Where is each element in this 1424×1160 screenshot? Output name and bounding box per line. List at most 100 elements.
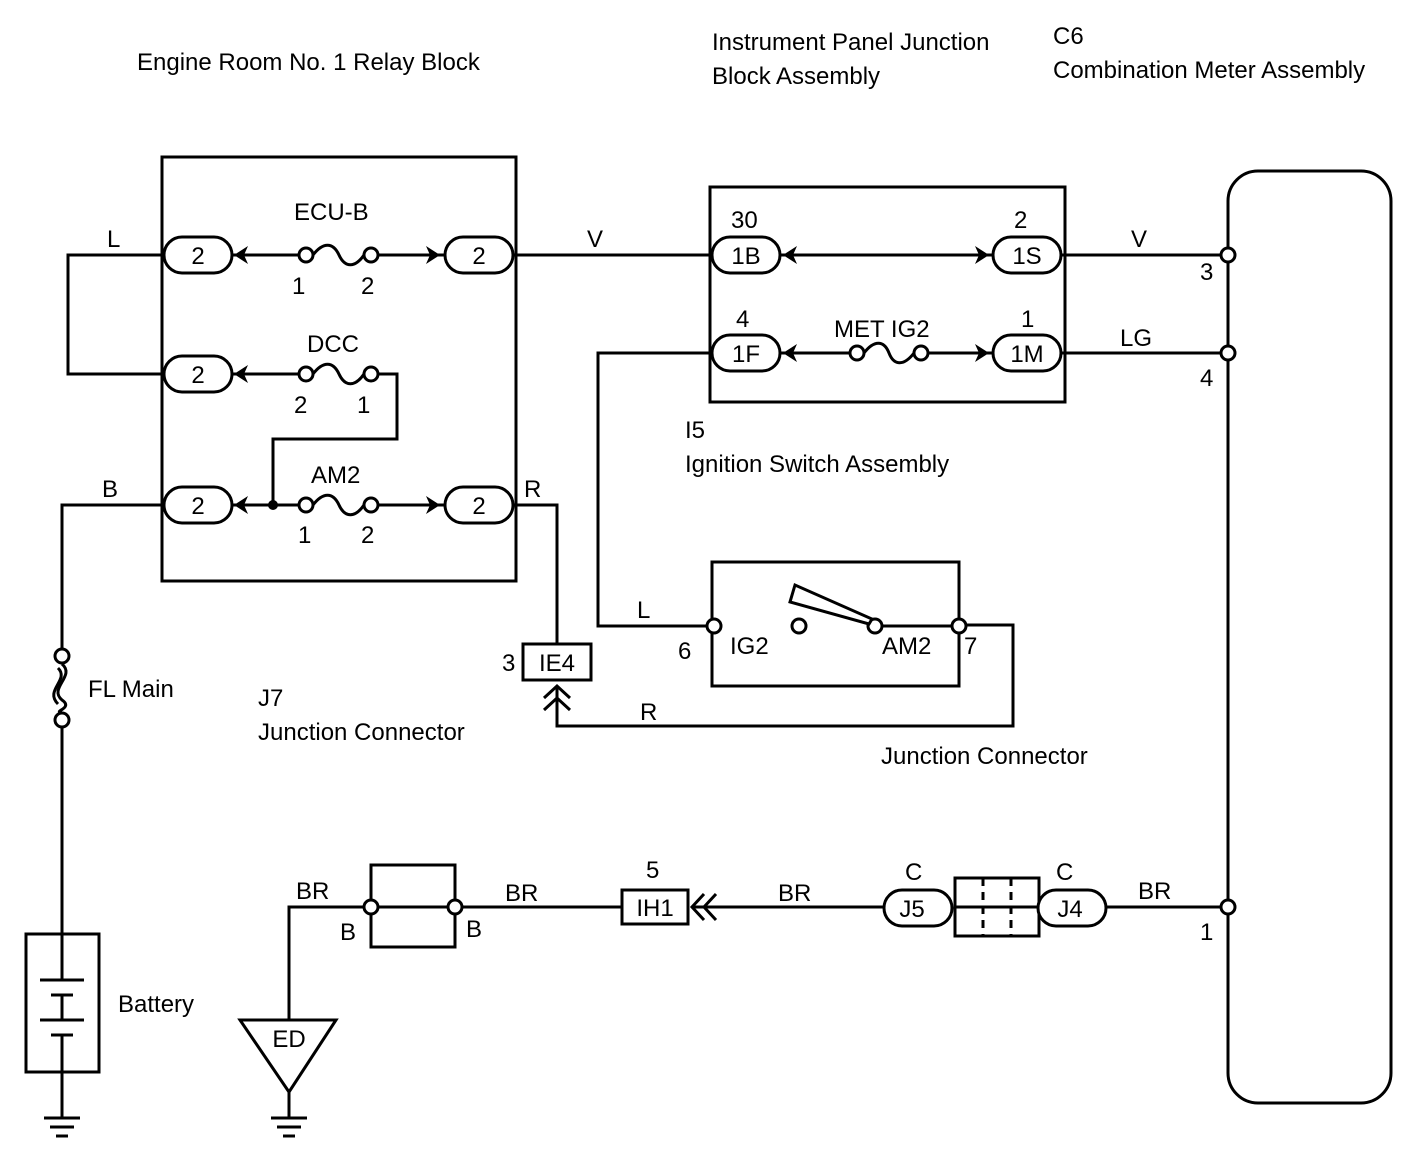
fl-main-bottom-terminal	[53, 711, 71, 729]
ground-junction-left-terminal	[362, 898, 380, 916]
ground-ed-label: ED	[272, 1026, 305, 1053]
ignition-switch-title: Ignition Switch Assembly	[685, 451, 949, 478]
relay-connector-r3-left-label: 2	[191, 493, 204, 520]
ie4-label: IE4	[539, 650, 575, 677]
fl-main-fuse-icon-inner	[52, 666, 63, 706]
relay-connector-r2-left-label: 2	[191, 362, 204, 389]
ip-junction-block-title-1: Instrument Panel Junction	[712, 29, 990, 56]
am2-arrow-right	[426, 496, 440, 514]
meter-pin1: 1	[1200, 919, 1213, 946]
ip-arrow-1m	[975, 344, 989, 362]
fl-main-top-terminal	[53, 647, 71, 665]
relay-block-title: Engine Room No. 1 Relay Block	[137, 49, 481, 76]
meter-title: Combination Meter Assembly	[1053, 57, 1365, 84]
ign-ig2-label: IG2	[730, 633, 769, 660]
dcc-fuse-icon	[311, 362, 366, 386]
j5-connector	[882, 888, 954, 928]
ip-connector-1f-label: 1F	[732, 341, 760, 368]
j4-label: J4	[1057, 896, 1082, 923]
j5-pin: C	[905, 859, 922, 886]
meter-code: C6	[1053, 23, 1084, 50]
wire-v-right-label: V	[1131, 226, 1147, 253]
am2-arrow-left	[234, 496, 248, 514]
ground-ed-icon	[237, 1018, 339, 1095]
dcc-label: DCC	[307, 331, 359, 358]
ip-connector-1s-pin: 2	[1014, 207, 1027, 234]
am2-pin1: 1	[298, 522, 311, 549]
met-ig2-fuse-icon	[862, 341, 916, 365]
am2-label: AM2	[311, 462, 360, 489]
ip-connector-1s-label: 1S	[1012, 243, 1041, 270]
wire-l-ignition	[596, 351, 712, 628]
ecu-b-fuse-icon	[311, 243, 366, 267]
wire-l-top-label: L	[107, 226, 120, 253]
am2-pin2-terminal	[362, 496, 380, 514]
wire-r-top-label: R	[524, 476, 541, 503]
ign-pin7: 7	[964, 633, 977, 660]
wire-br-ground	[287, 905, 364, 1020]
wire-r-bottom	[555, 623, 1015, 728]
wire-r-top	[513, 503, 559, 644]
ign-switch-lever-icon[interactable]	[788, 582, 875, 626]
ground-junction-right-terminal	[446, 898, 464, 916]
wire-b-label: B	[102, 476, 118, 503]
ip-connector-1m-pin: 1	[1021, 306, 1034, 333]
ecu-b-label: ECU-B	[294, 199, 369, 226]
ih1-label: IH1	[636, 895, 673, 922]
fl-main-label: FL Main	[88, 676, 174, 703]
ignition-switch-frame	[710, 560, 961, 688]
ip-arrow-1s	[975, 246, 989, 264]
battery-label: Battery	[118, 991, 194, 1018]
ecu-b-arrow-left	[234, 246, 248, 264]
ign-pin6: 6	[678, 638, 691, 665]
met-ig2-label: MET IG2	[834, 316, 930, 343]
ground-junction-left-pin: B	[340, 919, 356, 946]
ground-junction-right-pin: B	[466, 916, 482, 943]
dcc-pin1: 1	[357, 392, 370, 419]
dcc-pin2: 2	[294, 392, 307, 419]
ie4-pin: 3	[502, 650, 515, 677]
dcc-arrow-left	[234, 365, 248, 383]
wire-v-left-label: V	[587, 226, 603, 253]
met-ig2-right-terminal	[912, 344, 930, 362]
dcc-to-am2-wire	[271, 372, 399, 505]
ip-arrow-1b	[783, 246, 797, 264]
relay-connector-r1-left-label: 2	[191, 243, 204, 270]
wire-r-bottom-label: R	[640, 699, 657, 726]
j7-code: J7	[258, 685, 283, 712]
ecu-b-pin1: 1	[292, 273, 305, 300]
dcc-pin1-terminal	[362, 365, 380, 383]
wire-l-ignition-label: L	[637, 597, 650, 624]
meter-pin4-terminal	[1219, 344, 1237, 362]
junction-connector-title: Junction Connector	[881, 743, 1088, 770]
ih1-pin: 5	[646, 857, 659, 884]
am2-fuse-icon	[311, 493, 366, 517]
met-ig2-left-terminal	[848, 344, 866, 362]
ip-connector-1m-label: 1M	[1010, 341, 1043, 368]
ign-ig2-contact	[790, 617, 808, 635]
wire-b	[60, 503, 164, 655]
dcc-pin2-terminal	[297, 365, 315, 383]
ecu-b-pin2-terminal	[362, 246, 380, 264]
meter-pin4: 4	[1200, 365, 1213, 392]
ecu-b-pin1-terminal	[297, 246, 315, 264]
ip-connector-1b	[710, 235, 782, 275]
ih1-connector	[620, 888, 690, 926]
relay-connector-r3-right-label: 2	[472, 493, 485, 520]
ip-arrow-1f	[783, 344, 797, 362]
fl-main-fuse-icon	[56, 662, 68, 714]
ecu-b-arrow-right	[426, 246, 440, 264]
ign-am2-label: AM2	[882, 633, 931, 660]
wire-br-mid-label: BR	[505, 880, 538, 907]
relay-connector-r1-right-label: 2	[472, 243, 485, 270]
wire-lg-label: LG	[1120, 325, 1152, 352]
wire-br-meter-label: BR	[1138, 878, 1171, 905]
meter-pin1-terminal	[1219, 898, 1237, 916]
ip-connector-1f-pin: 4	[736, 306, 749, 333]
j7-title: Junction Connector	[258, 719, 465, 746]
meter-pin3: 3	[1200, 259, 1213, 286]
meter-pin3-terminal	[1219, 246, 1237, 264]
am2-pin1-terminal	[297, 496, 315, 514]
am2-pin2: 2	[361, 522, 374, 549]
